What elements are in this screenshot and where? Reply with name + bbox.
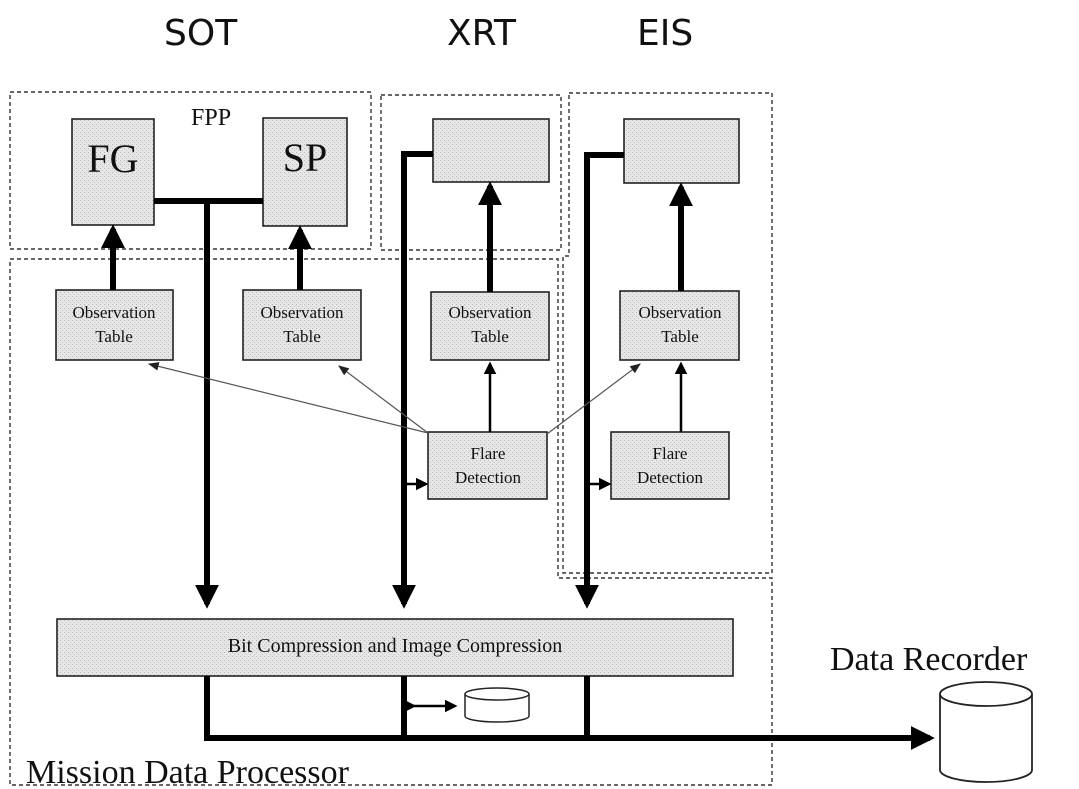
- compression-label: Bit Compression and Image Compression: [228, 635, 562, 657]
- xrt-data-line: [392, 151, 433, 609]
- fpp-label: FPP: [191, 105, 231, 131]
- flare-detection-xrt-line2: Detection: [455, 468, 522, 487]
- flare-to-obs-eis-diag-arrow: [546, 363, 641, 435]
- xrt-header: XRT: [447, 13, 517, 54]
- flare-detection-xrt-line1: Flare: [471, 444, 506, 463]
- observation-table-sp: [242, 289, 362, 361]
- compression-bar: [56, 618, 734, 677]
- output-bus: [204, 676, 935, 750]
- flare-detection-eis-line2: Detection: [637, 468, 704, 487]
- observation-table-sp-line1: Observation: [260, 303, 344, 322]
- flare-to-obs-fg-arrow: [147, 362, 429, 434]
- fg-box: [71, 118, 155, 226]
- flare-detection-xrt: [427, 431, 548, 500]
- observation-table-eis: [619, 290, 740, 361]
- observation-table-fg-line1: Observation: [72, 303, 156, 322]
- sot-header: SOT: [164, 13, 238, 54]
- observation-table-fg: [55, 289, 174, 361]
- mission-data-processor-region: [9, 258, 773, 786]
- buffer-storage-icon: [464, 687, 530, 723]
- observation-table-xrt: [430, 291, 550, 361]
- eis-camera-box: [623, 118, 740, 184]
- data-recorder-icon: [939, 681, 1033, 783]
- flare-detection-eis: [610, 431, 730, 500]
- mission-data-processor-label: Mission Data Processor: [26, 754, 350, 789]
- eis-region: [562, 92, 773, 574]
- sp-label: SP: [283, 135, 328, 180]
- observation-table-eis-line1: Observation: [638, 303, 722, 322]
- fg-label: FG: [87, 136, 138, 181]
- flare-detection-eis-line1: Flare: [653, 444, 688, 463]
- observation-table-xrt-line2: Table: [471, 327, 509, 346]
- data-recorder-label: Data Recorder: [830, 641, 1028, 678]
- flare-to-obs-sp-arrow: [338, 365, 429, 434]
- eis-data-line: [575, 152, 624, 609]
- observation-table-sp-line2: Table: [283, 327, 321, 346]
- observation-table-eis-line2: Table: [661, 327, 699, 346]
- observation-table-fg-line2: Table: [95, 327, 133, 346]
- observation-table-xrt-line1: Observation: [448, 303, 532, 322]
- eis-header: EIS: [637, 13, 693, 54]
- xrt-camera-box: [432, 118, 550, 183]
